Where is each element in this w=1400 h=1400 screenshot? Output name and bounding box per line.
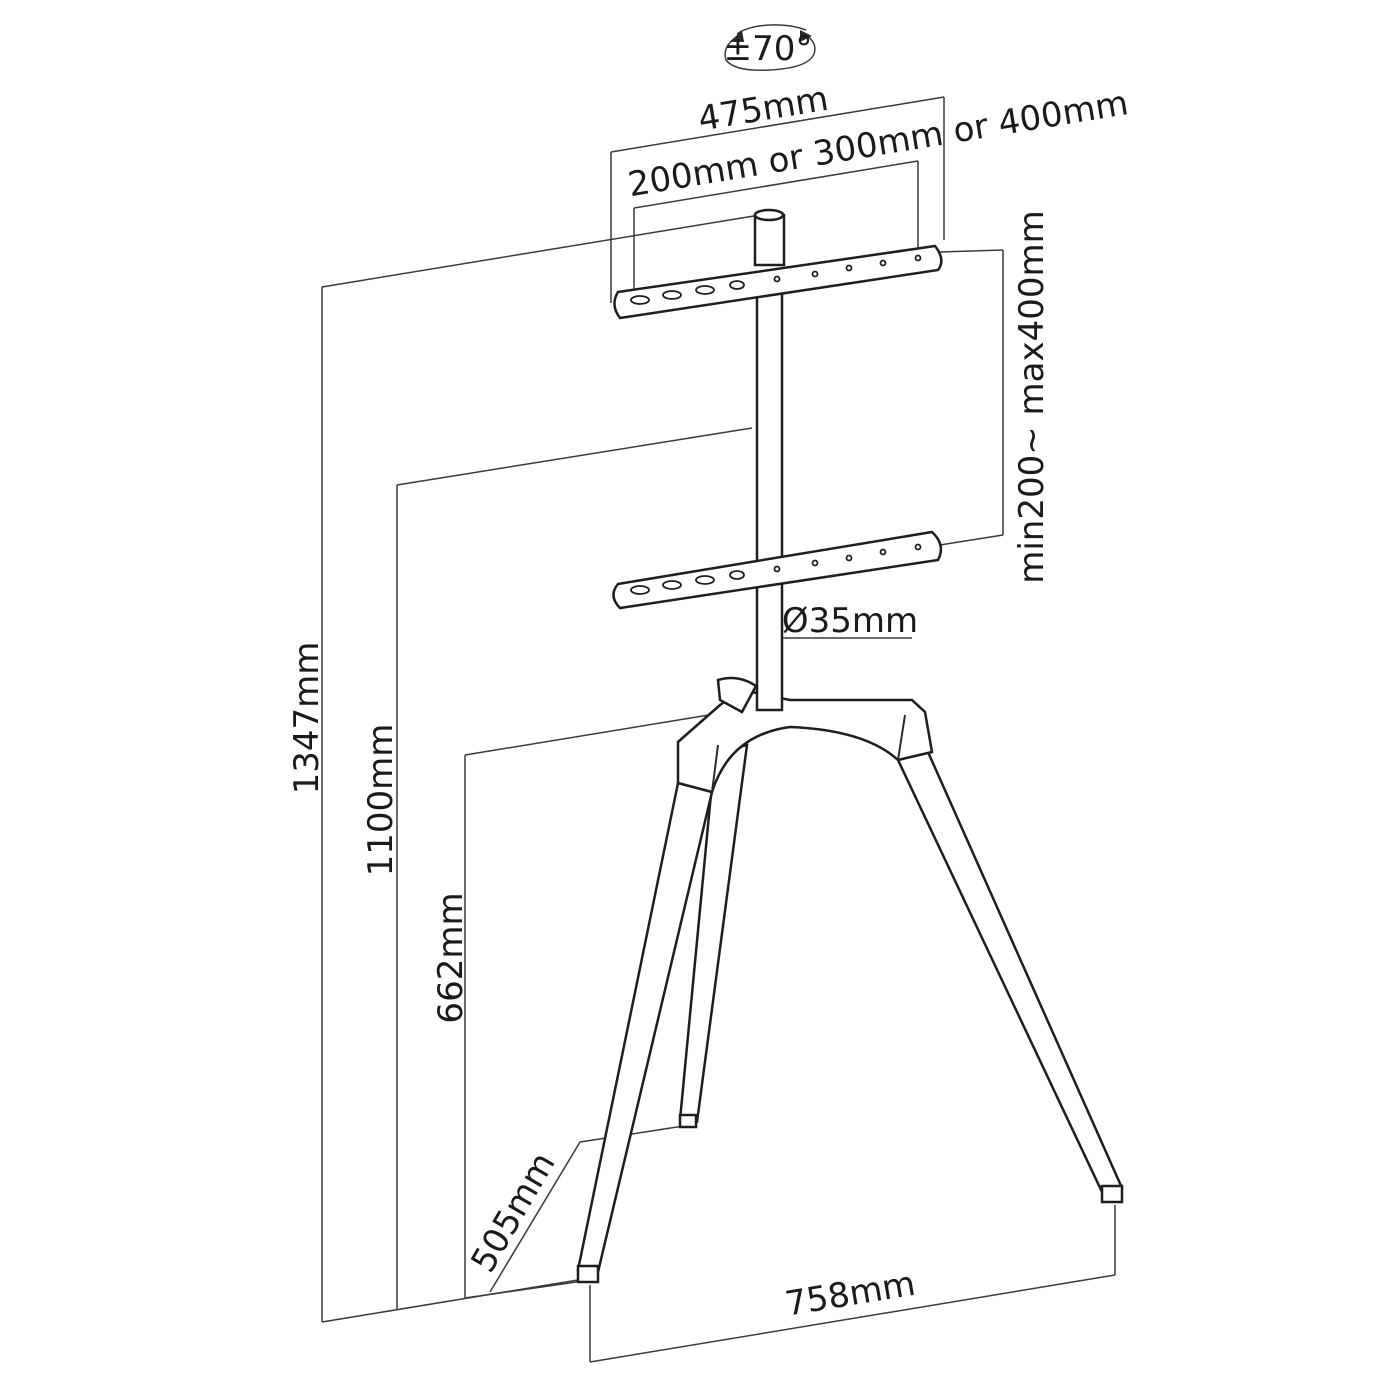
rear-leg <box>678 743 749 1129</box>
base-span-dimension <box>589 1205 1116 1363</box>
right-front-leg <box>896 750 1124 1204</box>
upper-height-dimension <box>396 427 753 1310</box>
rotation-icon <box>724 24 816 72</box>
total-height-dimension <box>321 214 761 1323</box>
vesa-range-label: min200~ max400mm <box>1012 210 1052 584</box>
total-height-label: 1347mm <box>287 642 327 795</box>
base-height-label: 662mm <box>431 892 471 1023</box>
leg-offset-dimension <box>464 1124 691 1299</box>
base-height-dimension <box>464 713 716 1298</box>
vesa-range-dimension <box>939 249 1004 546</box>
bracket-width-label: 475mm <box>695 79 831 140</box>
upper-height-label: 1100mm <box>361 724 401 877</box>
vesa-options-dimension <box>633 160 919 293</box>
rotation-label: ±70° <box>724 29 813 69</box>
pole-top-cap <box>753 208 786 267</box>
bottom-bracket <box>612 530 943 610</box>
top-bracket <box>613 244 943 320</box>
center-pole <box>755 288 784 712</box>
base-hub <box>676 676 934 794</box>
base-span-label: 758mm <box>782 1264 918 1325</box>
bracket-width-dimension <box>610 96 945 303</box>
leg-offset-label: 505mm <box>463 1146 563 1280</box>
pole-diameter-label: Ø35mm <box>782 601 918 641</box>
